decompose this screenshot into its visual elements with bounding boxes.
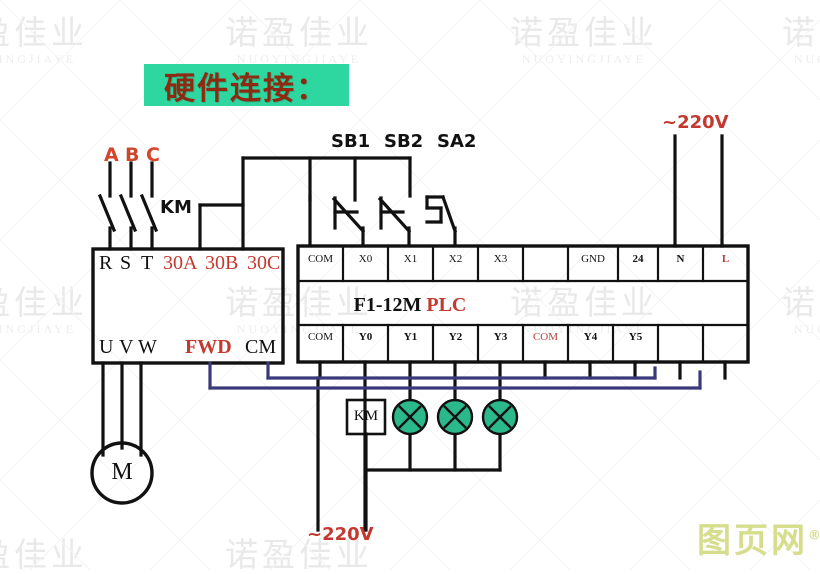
title-banner-text: 硬件连接：: [164, 70, 329, 107]
phase-label-b: B: [125, 144, 147, 166]
plc-model-title: F1-12M PLC: [0, 294, 820, 317]
phase-label-c: C: [146, 144, 167, 166]
coil-label-km: KM: [353, 408, 379, 424]
inverter-terminal-cm: CM: [245, 336, 277, 358]
plc-output-com[interactable]: COM: [307, 331, 334, 343]
plc-output-y5[interactable]: Y5: [628, 331, 643, 343]
plc-input-com[interactable]: COM: [307, 253, 334, 265]
site-logo-text: 图页网: [697, 521, 808, 561]
supply-label-bottom: ~220V: [307, 524, 374, 545]
motor-label: M: [111, 459, 133, 485]
inverter-terminal-t: T: [141, 252, 154, 274]
supply-label-top: ~220V: [662, 112, 729, 133]
inverter-terminal-w: W: [138, 336, 157, 358]
inverter-terminal-u: U: [99, 336, 114, 358]
plc-input-l[interactable]: L: [721, 253, 730, 265]
plc-input-n[interactable]: N: [676, 253, 685, 265]
inverter-terminal-v: V: [119, 336, 134, 358]
registered-mark-icon: ®: [808, 528, 820, 544]
plc-input-24[interactable]: 24: [632, 253, 644, 265]
plc-suffix: PLC: [426, 294, 467, 316]
site-logo: 图页网®: [697, 513, 820, 562]
plc-output-y0[interactable]: Y0: [358, 331, 373, 343]
plc-input-x3[interactable]: X3: [493, 253, 508, 265]
plc-input-x0[interactable]: X0: [358, 253, 373, 265]
plc-output-y2[interactable]: Y2: [448, 331, 463, 343]
plc-output-y3[interactable]: Y3: [493, 331, 508, 343]
switch-label-sa2: SA2: [437, 131, 477, 152]
inverter-terminal-r: R: [99, 252, 113, 274]
plc-model: F1-12M: [353, 294, 422, 316]
switch-label-sb1: SB1: [331, 131, 371, 152]
plc-input-x1[interactable]: X1: [403, 253, 418, 265]
plc-input-x2[interactable]: X2: [448, 253, 463, 265]
switch-label-sb2: SB2: [384, 131, 424, 152]
inverter-terminal-fwd: FWD: [185, 336, 232, 358]
inverter-terminal-s: S: [120, 252, 132, 274]
inverter-terminal-30c: 30C: [247, 252, 281, 274]
plc-output-y1[interactable]: Y1: [403, 331, 418, 343]
plc-input-gnd[interactable]: GND: [581, 253, 605, 265]
plc-output-y4[interactable]: Y4: [583, 331, 598, 343]
inverter-terminal-30a: 30A: [163, 252, 198, 274]
indicator-lamp-group: [391, 398, 519, 436]
plc-output-com2[interactable]: COM: [532, 331, 559, 343]
title-banner: 硬件连接：: [144, 64, 349, 107]
inverter-terminal-30b: 30B: [205, 252, 239, 274]
contactor-label-km: KM: [160, 197, 192, 218]
phase-label-a: A: [104, 144, 126, 166]
